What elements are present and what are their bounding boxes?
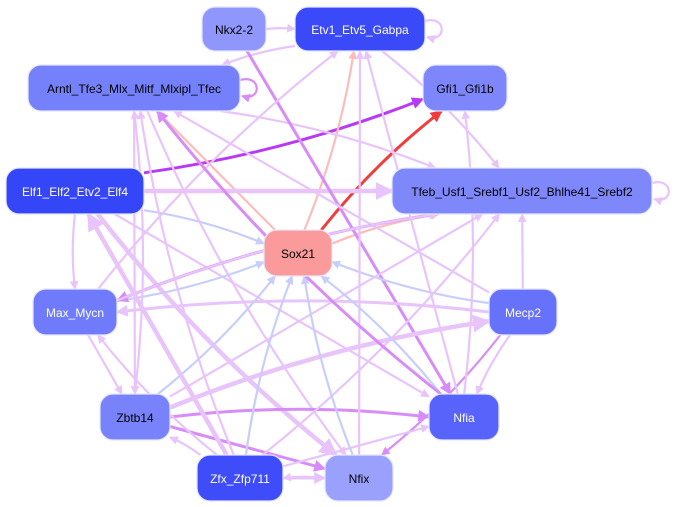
edge-zfx-to-elf1 [86,212,229,457]
edge-zbtb14-to-nfia [169,407,431,422]
edge-arntl-to-tfeb [220,109,437,170]
node-nfia[interactable]: Nfia [428,393,500,441]
edge-mecp2-to-sox21 [331,260,490,305]
node-label: Nkx2-2 [215,23,253,37]
node-arntl-tfe3-mlx-mitf-mlxipl-tfec[interactable]: Arntl_Tfe3_Mlx_Mitf_Mlxipl_Tfec [27,64,241,112]
node-label: Zbtb14 [116,411,154,425]
edges-layer [69,19,670,484]
node-nfix[interactable]: Nfix [324,454,394,502]
edge-zfx-to-zbtb14 [169,436,202,456]
edge-zfx-to-arntl [137,110,235,456]
edge-max-to-zbtb14 [87,334,123,395]
edge-sox21-to-arntl [156,110,276,231]
edge-nfia-to-etv1 [363,50,459,395]
node-label: Tfeb_Usf1_Srebf1_Usf2_Bhlhe41_Srebf2 [411,185,633,199]
edge-zfx-to-tfeb [261,213,501,456]
edge-etv1-to-arntl [221,44,296,67]
node-label: Nfia [453,411,475,425]
node-label: Gfi1_Gfi1b [436,82,494,96]
node-label: Zfx_Zfp711 [210,472,270,486]
node-zfx-zfp711[interactable]: Zfx_Zfp711 [196,454,284,502]
edge-nfix-to-sox21 [301,275,354,456]
edge-etv1-to-etv1 [424,19,443,44]
node-label: Max_Mycn [46,306,104,320]
edge-zbtb14-to-sox21 [157,275,276,395]
edge-sox21-to-etv1 [303,50,358,231]
edge-nfix-to-zfx [282,472,326,482]
node-gfi1-gfi1b[interactable]: Gfi1_Gfi1b [422,64,508,112]
node-sox21[interactable]: Sox21 [263,229,333,277]
node-nkx2-2[interactable]: Nkx2-2 [201,6,267,52]
edge-nfia-to-sox21 [320,275,442,395]
node-label: Elf1_Elf2_Etv2_Elf4 [22,185,128,199]
node-elf1-elf2-etv2-elf4[interactable]: Elf1_Elf2_Etv2_Elf4 [5,167,145,215]
edge-nkx2_2-to-etv1 [265,23,296,33]
node-label: Sox21 [281,247,315,261]
node-label: Mecp2 [505,306,541,320]
edge-tfeb-to-tfeb [651,181,670,206]
node-etv1-etv5-gabpa[interactable]: Etv1_Etv5_Gabpa [294,6,426,52]
edge-max-to-etv1 [97,50,339,290]
node-max-mycn[interactable]: Max_Mycn [32,288,118,336]
node-label: Nfix [349,472,370,486]
edge-nfix-to-etv1 [355,50,365,456]
edge-elf1-to-gfi1 [143,97,425,175]
node-mecp2[interactable]: Mecp2 [488,288,558,336]
edge-zfx-to-nfia [282,424,430,468]
nodes-layer: Nkx2-2 Etv1_Etv5_Gabpa Arntl_Tfe3_Mlx_Mi… [5,6,653,502]
edge-elf1-to-max [69,213,79,290]
node-label: Etv1_Etv5_Gabpa [311,23,409,37]
edge-nkx2_2-to-nfia [245,50,452,396]
edge-arntl-to-zbtb14 [130,110,140,395]
edge-arntl-to-arntl [239,78,258,103]
edge-elf1-to-nfix [96,212,338,457]
edge-mecp2-to-arntl [173,110,490,294]
edge-mecp2-to-tfeb [517,213,527,290]
node-zbtb14[interactable]: Zbtb14 [99,393,171,441]
edge-mecp2-to-max [115,299,490,317]
edge-sox21-to-gfi1 [320,109,443,231]
edge-zbtb14-to-arntl [130,110,145,395]
edge-elf1-to-nfia [114,213,430,398]
edge-zbtb14-to-tfeb [169,213,484,398]
node-tfeb-usf1-srebf1-usf2-bhlhe41-srebf2[interactable]: Tfeb_Usf1_Srebf1_Usf2_Bhlhe41_Srebf2 [391,167,653,215]
edge-nfia-to-gfi1 [461,110,475,395]
edge-mecp2-to-nfia [475,334,511,395]
edge-zfx-to-sox21 [244,275,294,456]
node-label: Arntl_Tfe3_Mlx_Mitf_Mlxipl_Tfec [47,82,221,96]
